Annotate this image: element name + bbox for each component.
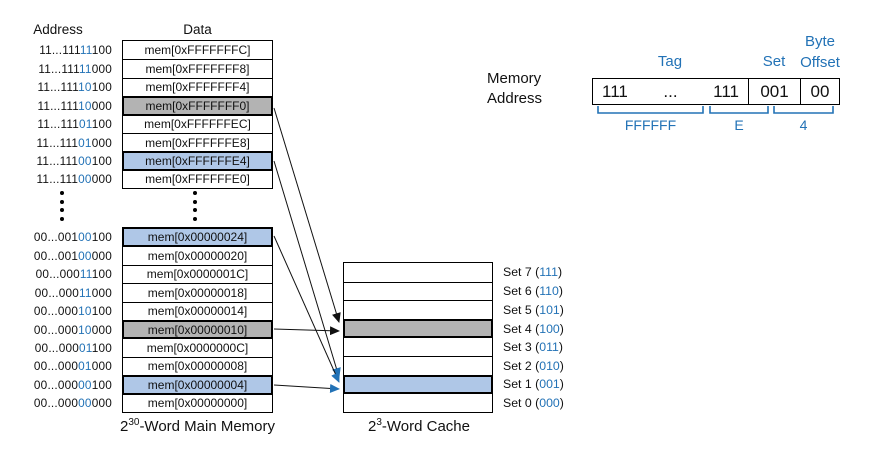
memory-address: 11...11100000: [36, 172, 112, 187]
memory-data-cell: mem[0x00000000]: [147, 396, 248, 411]
tag-field-label: Tag: [657, 53, 683, 70]
memory-data-cell: mem[0xFFFFFFE8]: [145, 135, 250, 150]
memory-data-cell: mem[0x0000000C]: [146, 341, 249, 356]
memory-address: 11...11110000: [37, 98, 112, 113]
memory-row: 00...00000000 mem[0x00000000]: [34, 393, 272, 412]
memory-data-cell: mem[0x00000024]: [147, 230, 248, 245]
hex-group-mid: E: [734, 117, 744, 133]
memory-data-cell: mem[0xFFFFFFE4]: [145, 154, 250, 169]
address-breakdown-box: 111 ... 111 001 00: [592, 78, 840, 105]
memory-row: 11...11110100 mem[0xFFFFFFF4]: [37, 77, 272, 96]
cache-row: Set 0 (000): [344, 393, 564, 412]
cache-set-label: Set 6 (110): [503, 284, 563, 299]
memory-data-cell: mem[0xFFFFFFF0]: [145, 98, 250, 113]
memory-address: 11...11100100: [36, 154, 112, 169]
arrow-f0-to-set4: [273, 107, 341, 323]
data-column-header: Data: [183, 22, 212, 37]
memory-data-cell: mem[0x00000010]: [147, 322, 248, 337]
cache-table: Set 7 (111) Set 6 (110) Set 5 (101) Set …: [343, 262, 564, 413]
mid-hex-bracket: [709, 106, 769, 114]
memory-address: 00...00100000: [33, 249, 112, 264]
data-ellipsis: [193, 191, 197, 221]
set-field-label: Set: [762, 53, 786, 70]
memory-row: 00...00100000 mem[0x00000020]: [34, 246, 272, 264]
cache-row: Set 4 (100): [344, 318, 564, 338]
memory-address: 00...00011000: [34, 285, 112, 300]
memory-address: 00...00010000: [33, 322, 112, 337]
memory-row: 00...00011100 mem[0x0000001C]: [36, 264, 272, 283]
memory-data-cell: mem[0xFFFFFFFC]: [144, 43, 251, 58]
cache-set-label: Set 2 (010): [503, 358, 564, 373]
memory-row: 11...11111100 mem[0xFFFFFFFC]: [39, 41, 272, 59]
tag-bits-cell: 111 ... 111: [593, 79, 749, 104]
address-ellipsis: [60, 191, 64, 221]
byte-offset-bits-cell: 00: [810, 81, 830, 101]
memory-data-cell: mem[0x00000004]: [147, 377, 248, 392]
memory-data-cell: mem[0xFFFFFFEC]: [144, 117, 251, 132]
memory-row: 11...11110000 mem[0xFFFFFFF0]: [37, 96, 272, 115]
memory-data-cell: mem[0xFFFFFFE0]: [145, 172, 250, 187]
arrow-e4-to-set1: [273, 160, 341, 378]
memory-row: 00...00001000 mem[0x00000008]: [34, 356, 272, 375]
cache-set-label: Set 1 (001): [503, 377, 564, 392]
byte-offset-field-label: Byte Offset: [800, 33, 840, 71]
arrow-24-to-set1: [273, 235, 340, 383]
cache-set-label: Set 7 (111): [503, 265, 563, 280]
memory-row: 11...11101000 mem[0xFFFFFFE8]: [37, 132, 272, 151]
memory-address: 11...11110100: [37, 80, 112, 95]
memory-address: 00...00100100: [33, 230, 112, 245]
cache-set-label: Set 3 (011): [503, 340, 563, 355]
set-bits-cell: 001: [749, 79, 801, 104]
memory-data-cell: mem[0x0000001C]: [146, 267, 249, 282]
tag-hex-bracket: [597, 106, 704, 114]
memory-address: 11...11101000: [36, 135, 112, 150]
memory-data-cell: mem[0x00000020]: [147, 249, 248, 264]
memory-row: 00...00000100 mem[0x00000004]: [34, 375, 272, 394]
cache-set-label: Set 4 (100): [503, 321, 564, 336]
cache-row: Set 5 (101): [344, 300, 564, 319]
main-memory-top-group: 11...11111100 mem[0xFFFFFFFC] 11...11111…: [37, 40, 273, 190]
memory-row: 11...11111000 mem[0xFFFFFFF8]: [38, 59, 272, 77]
memory-data-cell: mem[0xFFFFFFF4]: [145, 80, 250, 95]
cache-row: Set 2 (010): [344, 355, 564, 375]
memory-row: 00...00001100 mem[0x0000000C]: [35, 338, 272, 356]
memory-row: 00...00011000 mem[0x00000018]: [35, 283, 272, 301]
low-hex-bracket: [773, 106, 834, 114]
memory-address: 00...00001000: [33, 359, 112, 374]
arrow-10-to-set4: [273, 326, 340, 336]
memory-address: 11...11101100: [37, 117, 112, 132]
memory-row: 00...00010100 mem[0x00000014]: [34, 301, 272, 320]
arrow-04-to-set1: [273, 383, 340, 393]
memory-row: 00...00010000 mem[0x00000010]: [34, 319, 272, 339]
memory-address: 11...11111000: [38, 62, 112, 77]
memory-address: 00...00001100: [34, 341, 112, 356]
cache-set-label: Set 5 (101): [503, 302, 564, 317]
main-memory-caption: 230-Word Main Memory: [119, 417, 276, 435]
cache-row: Set 7 (111): [344, 263, 562, 282]
hex-group-tag: FFFFFF: [624, 117, 677, 133]
memory-row: 00...00100100 mem[0x00000024]: [34, 228, 272, 247]
memory-data-cell: mem[0x00000014]: [147, 304, 248, 319]
cache-set-label: Set 0 (000): [503, 395, 564, 410]
memory-data-cell: mem[0x00000008]: [147, 359, 248, 374]
cache-row: Set 1 (001): [344, 374, 564, 394]
memory-address: 11...11111100: [39, 43, 112, 58]
memory-data-cell: mem[0x00000018]: [147, 285, 248, 300]
cache-row: Set 6 (110): [344, 281, 563, 301]
memory-address: 00...00010100: [33, 304, 112, 319]
memory-data-cell: mem[0xFFFFFFF8]: [145, 62, 250, 77]
memory-address: 00...00011100: [35, 267, 112, 282]
hex-group-low: 4: [799, 117, 808, 133]
memory-row: 11...11100100 mem[0xFFFFFFE4]: [37, 151, 272, 170]
cache-caption: 23-Word Cache: [368, 417, 470, 435]
memory-address-label: Memory Address: [487, 70, 543, 107]
address-column-header: Address: [33, 22, 83, 37]
memory-address: 00...00000100: [33, 377, 112, 392]
memory-address: 00...00000000: [33, 396, 112, 411]
memory-row: 11...11100000 mem[0xFFFFFFE0]: [37, 169, 272, 188]
main-memory-bottom-group: 00...00100100 mem[0x00000024] 00...00100…: [34, 227, 273, 413]
cache-row: Set 3 (011): [344, 337, 563, 356]
memory-row: 11...11101100 mem[0xFFFFFFEC]: [37, 114, 272, 133]
